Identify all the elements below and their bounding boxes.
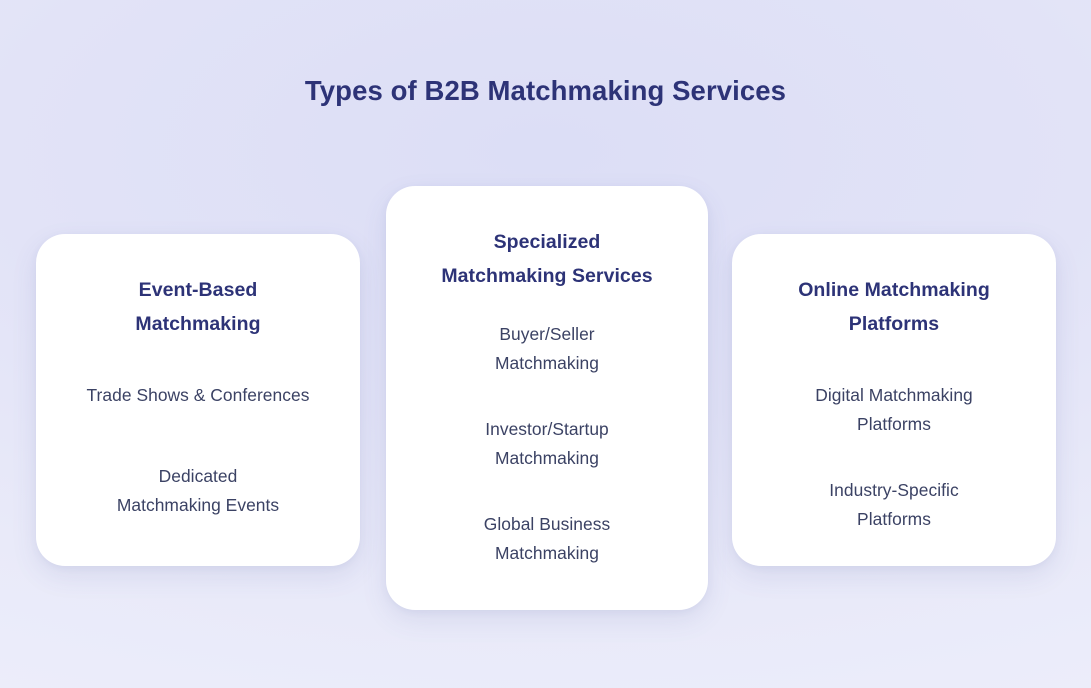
card-heading: Event-Based Matchmaking	[135, 274, 260, 341]
list-item-line: Global Business	[483, 513, 611, 534]
list-item-line: Investor/Startup	[485, 418, 609, 439]
list-item-line: Matchmaking Events	[116, 494, 280, 515]
card-heading-line: Specialized	[493, 231, 601, 253]
list-item-line: Matchmaking	[495, 447, 599, 468]
page-title: Types of B2B Matchmaking Services	[304, 75, 787, 106]
list-item-line: Platforms	[857, 413, 931, 434]
list-item-line: Buyer/Seller	[499, 324, 595, 345]
list-item-line: Trade Shows & Conferences	[86, 385, 310, 406]
list-item-line: Matchmaking	[495, 352, 599, 373]
card-item-list: Digital Matchmaking Platforms Industry-S…	[752, 381, 1036, 534]
card-heading-line: Platforms	[848, 312, 940, 335]
list-item-line: Industry-Specific	[829, 479, 959, 500]
list-item-line: Platforms	[857, 508, 931, 529]
card-heading-line: Matchmaking	[135, 312, 261, 335]
list-item[interactable]: Dedicated Matchmaking Events	[56, 462, 340, 520]
card-item-list: Buyer/Seller Matchmaking Investor/Startu…	[406, 320, 688, 567]
card-heading: Online Matchmaking Platforms	[798, 274, 990, 341]
list-item[interactable]: Global Business Matchmaking	[406, 510, 688, 568]
list-item-line: Dedicated	[158, 465, 238, 486]
list-item[interactable]: Trade Shows & Conferences	[56, 381, 340, 410]
list-item[interactable]: Investor/Startup Matchmaking	[406, 415, 688, 473]
card-heading-line: Online Matchmaking	[798, 279, 990, 301]
card-online-matchmaking-platforms[interactable]: Online Matchmaking Platforms Digital Mat…	[732, 234, 1056, 566]
card-heading-line: Event-Based	[138, 279, 258, 301]
card-heading: Specialized Matchmaking Services	[441, 226, 652, 293]
list-item[interactable]: Digital Matchmaking Platforms	[752, 381, 1036, 439]
list-item-line: Matchmaking	[495, 542, 599, 563]
card-event-based-matchmaking[interactable]: Event-Based Matchmaking Trade Shows & Co…	[36, 234, 360, 566]
card-heading-line: Matchmaking Services	[441, 264, 653, 287]
list-item-line: Digital Matchmaking	[815, 385, 973, 406]
list-item[interactable]: Buyer/Seller Matchmaking	[406, 320, 688, 378]
card-item-list: Trade Shows & Conferences Dedicated Matc…	[56, 381, 340, 520]
list-item[interactable]: Industry-Specific Platforms	[752, 476, 1036, 534]
card-specialized-matchmaking-services[interactable]: Specialized Matchmaking Services Buyer/S…	[386, 186, 708, 610]
